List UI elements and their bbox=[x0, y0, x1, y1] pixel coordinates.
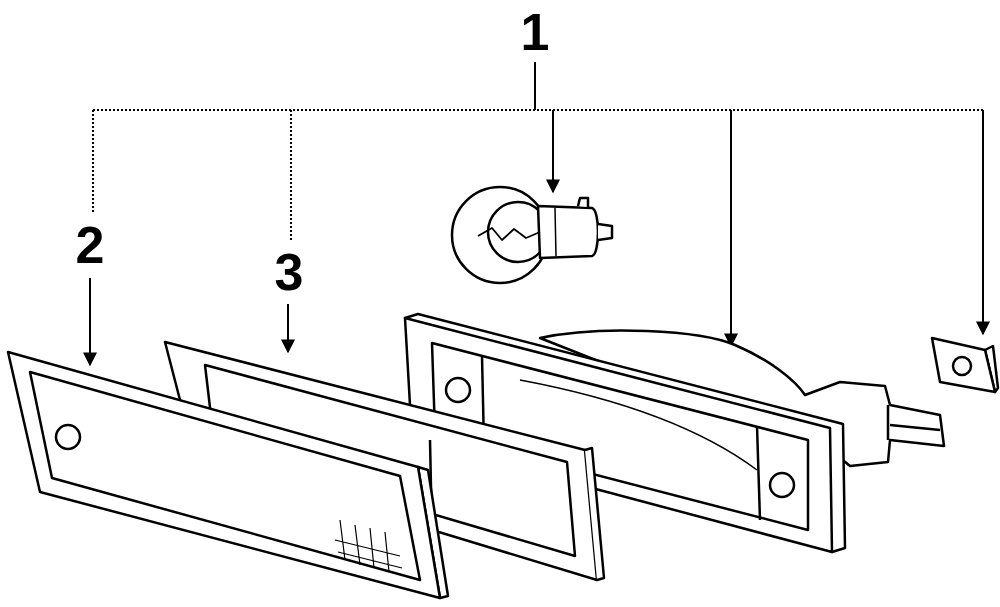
lens bbox=[8, 352, 448, 598]
callout-number: 1 bbox=[521, 6, 550, 58]
retaining-clip bbox=[932, 338, 998, 392]
bulb bbox=[452, 187, 612, 283]
leader-lines bbox=[90, 62, 983, 365]
callout-number: 3 bbox=[275, 246, 304, 298]
callout-number: 2 bbox=[76, 219, 105, 271]
